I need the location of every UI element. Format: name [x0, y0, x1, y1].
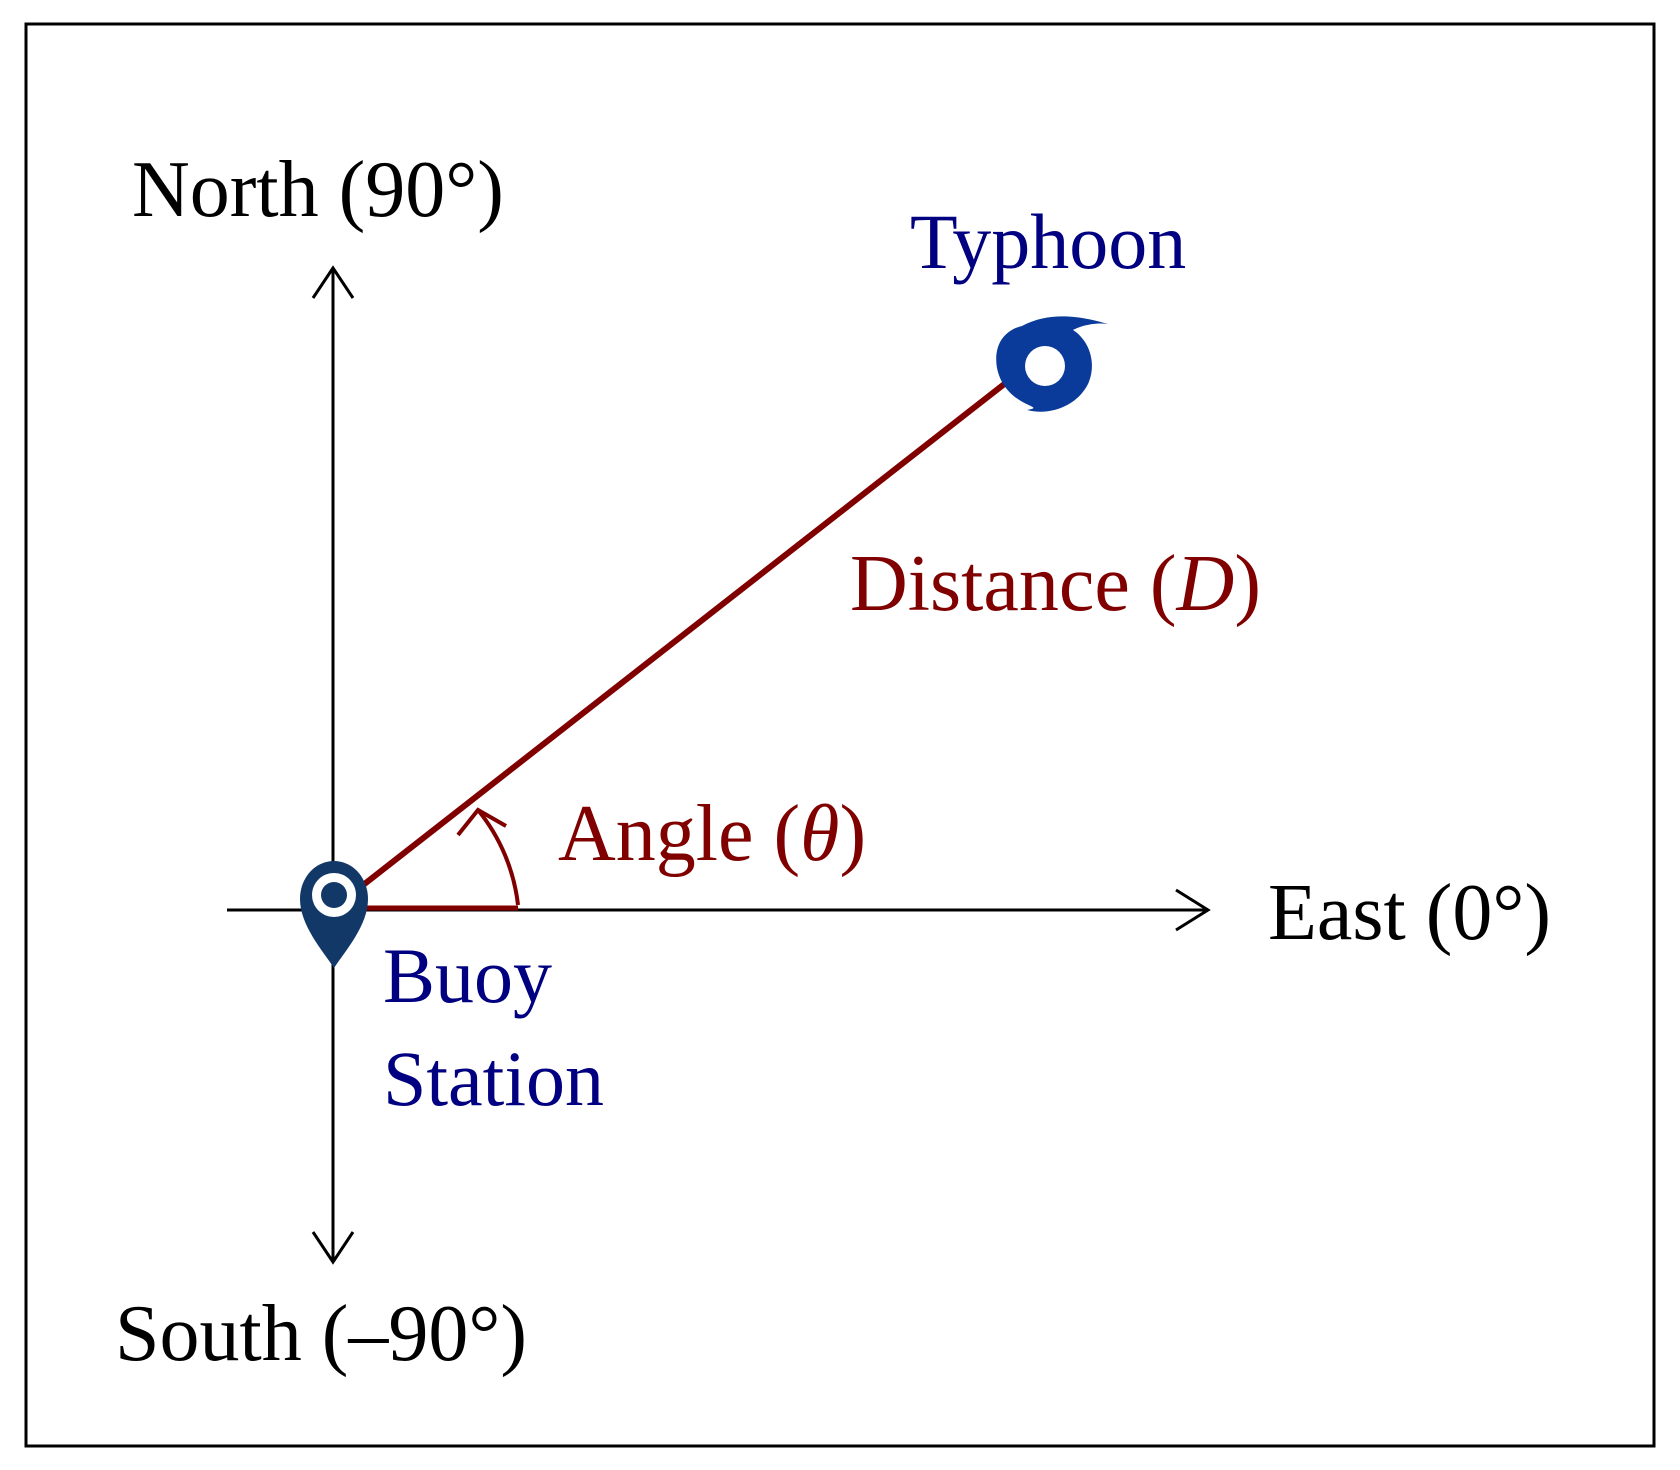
angle-label: Angle (θ) [558, 794, 866, 874]
typhoon-label: Typhoon [910, 198, 1187, 285]
distance-line [333, 375, 1014, 910]
distance-label-suffix: ) [1234, 540, 1261, 628]
angle-arc-arrowhead [456, 807, 507, 837]
east-label: East (0°) [1268, 869, 1552, 957]
south-label: South (–90°) [115, 1290, 527, 1378]
north-label: North (90°) [132, 146, 504, 234]
distance-label-prefix: Distance ( [850, 540, 1177, 628]
north-arrowhead [311, 265, 355, 299]
buoy-label-line2: Station [383, 1035, 605, 1122]
typhoon-icon [996, 316, 1108, 412]
map-pin-icon [300, 861, 368, 968]
distance-label: Distance (D) [850, 544, 1261, 624]
angle-arc [476, 808, 520, 906]
east-arrowhead [1175, 888, 1211, 932]
south-arrowhead [311, 1231, 355, 1265]
buoy-label-line1: Buoy [383, 932, 553, 1019]
distance-symbol: D [1176, 540, 1235, 628]
frame-border [24, 22, 1656, 1448]
angle-label-suffix: ) [839, 790, 867, 878]
angle-label-prefix: Angle ( [558, 790, 801, 878]
angle-symbol: θ [800, 790, 840, 878]
